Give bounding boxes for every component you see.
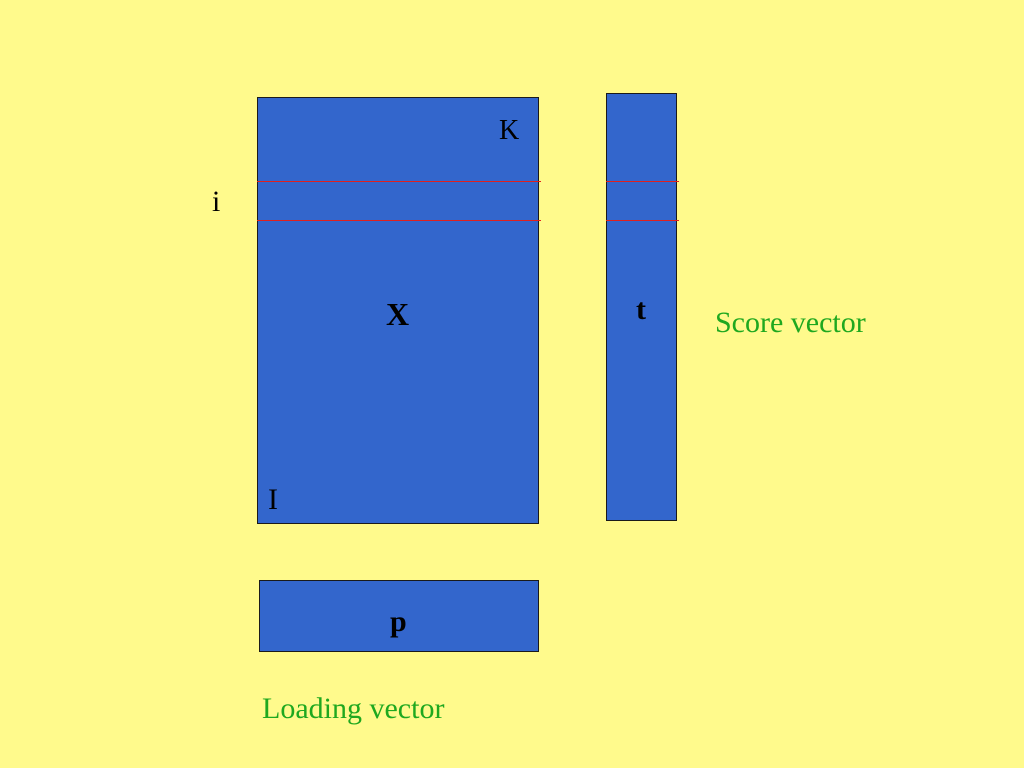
score-vector-name-label: t [636, 293, 646, 326]
score-vector-block [606, 93, 677, 521]
matrix-x-block [257, 97, 539, 524]
matrix-row-dim-label: I [268, 483, 278, 516]
matrix-name-label: X [386, 296, 410, 332]
row-highlight-bottom-line-score [606, 220, 679, 221]
loading-vector-name-label: p [390, 605, 407, 638]
row-highlight-top-line-matrix [257, 181, 541, 182]
loading-vector-caption: Loading vector [262, 692, 445, 725]
row-highlight-bottom-line-matrix [257, 220, 541, 221]
row-index-label: i [212, 185, 221, 218]
matrix-column-dim-label: K [499, 115, 520, 146]
loading-vector-block [259, 580, 539, 652]
row-highlight-top-line-score [606, 181, 679, 182]
score-vector-caption: Score vector [715, 306, 866, 339]
